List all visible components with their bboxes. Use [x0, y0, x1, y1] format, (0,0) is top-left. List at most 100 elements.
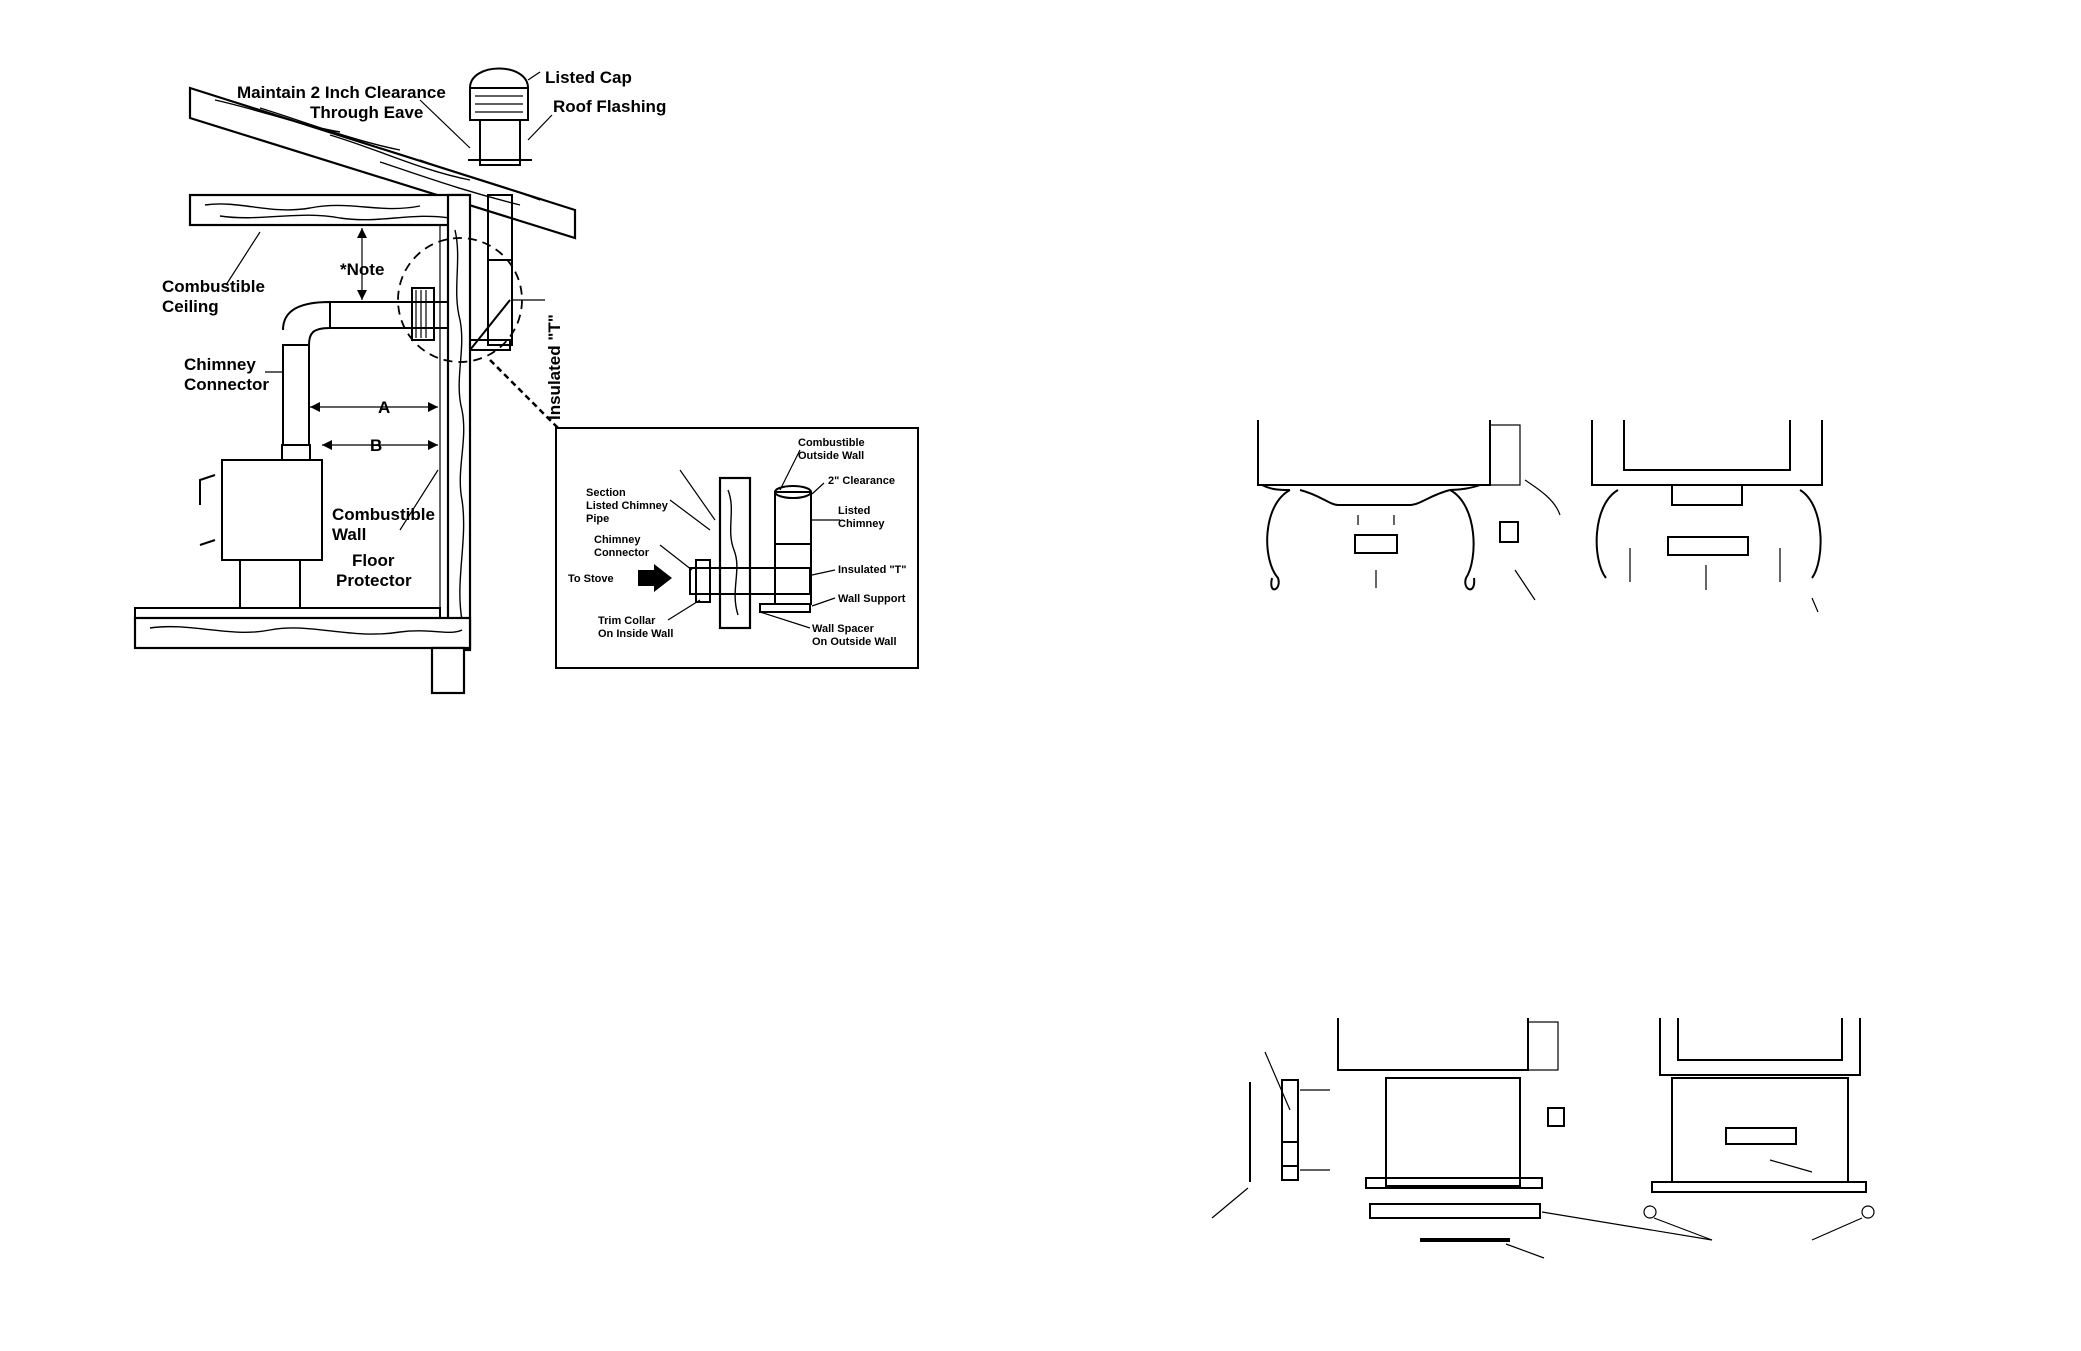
- wall-grain: [454, 229, 465, 621]
- label-connector-2: Connector: [184, 375, 269, 394]
- inset-label-outside-wall-2: Outside Wall: [798, 450, 864, 462]
- cap-louvers: [475, 95, 523, 113]
- inset-leader-clearance: [811, 482, 825, 495]
- chimney-flashing-section: [479, 119, 521, 166]
- chimney-cap-body: [469, 87, 529, 121]
- label-note: *Note: [340, 260, 384, 279]
- vertical-connector: [282, 344, 310, 446]
- roof-grain: [214, 99, 541, 206]
- leader-listed-cap: [527, 71, 541, 81]
- pedestal-side-body: [1337, 1018, 1529, 1071]
- inset-label-section-1: Section: [586, 487, 626, 499]
- inset-detail: Combustible Outside Wall 2" Clearance Li…: [555, 427, 919, 669]
- pedestal-side-box: [1385, 1077, 1521, 1187]
- legs-front-legs: [1595, 489, 1822, 579]
- label-connector-1: Chimney: [184, 355, 256, 374]
- inset-label-connector-1: Chimney: [594, 534, 641, 546]
- stove-handles: [199, 474, 216, 546]
- horizontal-connector: [329, 301, 449, 329]
- pedestal-front-box: [1671, 1077, 1849, 1183]
- collar-ribs: [415, 290, 427, 338]
- inset-label-listed-chimney-2: Chimney: [838, 518, 885, 530]
- stove-legs-diagram: [1257, 420, 1823, 613]
- pedestal-front-door: [1677, 1018, 1843, 1061]
- label-floor-protector-2: Protector: [336, 571, 412, 590]
- legs-side-arrows: [1357, 515, 1395, 525]
- leader-wall: [399, 469, 439, 531]
- inset-label-outside-wall-1: Combustible: [798, 437, 865, 449]
- inset-label-trim-collar-1: Trim Collar: [598, 615, 656, 627]
- label-wall-2: Wall: [332, 525, 366, 544]
- pedestal-side-hinge: [1527, 1021, 1559, 1071]
- inset-label-wall-spacer-1: Wall Spacer: [812, 623, 875, 635]
- foundation: [430, 646, 466, 695]
- pedestal-front-leaders: [1653, 1159, 1863, 1241]
- legs-side-ash-tray: [1354, 534, 1398, 554]
- insulated-t: [487, 259, 513, 341]
- inset-leader-outside-wall: [779, 449, 801, 491]
- chimney-cap-dome: [469, 67, 529, 89]
- inset-chimney-top: [774, 485, 812, 499]
- legs-side-view: [1266, 489, 1476, 591]
- stove-pedestal-diagram: [1211, 1018, 1875, 1259]
- ceiling-joist: [188, 193, 467, 227]
- label-floor-protector-1: Floor: [352, 551, 395, 570]
- inset-label-connector-2: Connector: [594, 547, 650, 559]
- inset-label-clearance: 2" Clearance: [828, 475, 895, 487]
- inset-leader-wall-support: [811, 597, 836, 607]
- pedestal-side-base: [1365, 1177, 1543, 1189]
- wall-support: [469, 339, 511, 351]
- pedestal-front-base: [1651, 1181, 1867, 1193]
- pedestal-front-screw-right: [1861, 1205, 1875, 1219]
- inset-leader-connector: [659, 544, 693, 571]
- detail-callout-leader: [489, 359, 561, 431]
- leader-ceiling: [225, 231, 261, 286]
- legs-side-leaders: [1375, 569, 1536, 601]
- label-eave-clearance-2: Through Eave: [310, 103, 423, 122]
- inset-trim-collar: [695, 559, 711, 603]
- inset-wall-support: [759, 603, 811, 613]
- inset-label-insulated-t: Insulated "T": [838, 564, 907, 576]
- inset-label-wall-spacer-2: On Outside Wall: [812, 636, 897, 648]
- support-brace: [469, 299, 511, 351]
- label-dimension-b: B: [370, 436, 382, 455]
- inset-label-section-2: Listed Chimney: [586, 500, 669, 512]
- label-ceiling-2: Ceiling: [162, 297, 219, 316]
- pedestal-side-cover: [1281, 1079, 1299, 1181]
- pedestal-side-floor-plate: [1369, 1203, 1541, 1219]
- pedestal-front-screw-left: [1643, 1205, 1657, 1219]
- inset-leader-section: [669, 469, 716, 531]
- legs-side-bracket: [1499, 521, 1519, 543]
- legs-side-door-hinge: [1489, 424, 1521, 486]
- floor-joist: [133, 616, 472, 650]
- stove-body: [221, 459, 323, 561]
- inset-leader-trim-collar: [667, 599, 701, 621]
- pedestal-side-cover-tab: [1281, 1141, 1299, 1167]
- floor-protector: [134, 607, 441, 619]
- legs-front-door: [1623, 420, 1791, 471]
- label-listed-cap: Listed Cap: [545, 68, 632, 87]
- pedestal-front-ash-tray: [1725, 1127, 1797, 1145]
- to-stove-arrow: [638, 564, 672, 592]
- inset-label-to-stove: To Stove: [568, 573, 614, 585]
- legs-side-cord: [1524, 479, 1561, 516]
- pedestal-side-arrows: [1300, 1089, 1330, 1171]
- inset-label-section-3: Pipe: [586, 513, 609, 525]
- inset-label-wall-support: Wall Support: [838, 593, 906, 605]
- legs-front-ash-tray: [1667, 536, 1749, 556]
- label-dimension-a: A: [378, 398, 390, 417]
- chimney-installation-diagram: Listed Cap Roof Flashing Maintain 2 Inch…: [133, 67, 666, 695]
- trim-collar: [411, 287, 435, 341]
- label-insulated-t: Insulated "T": [545, 314, 564, 420]
- legs-front-tray-slot: [1671, 484, 1743, 506]
- legs-front-body: [1591, 420, 1823, 486]
- leader-roof-flashing: [527, 114, 553, 141]
- pedestal-front-body: [1659, 1018, 1861, 1076]
- inset-label-trim-collar-2: On Inside Wall: [598, 628, 673, 640]
- floor-grain: [149, 625, 463, 635]
- leader-eave-clearance: [419, 99, 471, 149]
- label-ceiling-1: Combustible: [162, 277, 265, 296]
- ceiling-grain: [204, 203, 451, 221]
